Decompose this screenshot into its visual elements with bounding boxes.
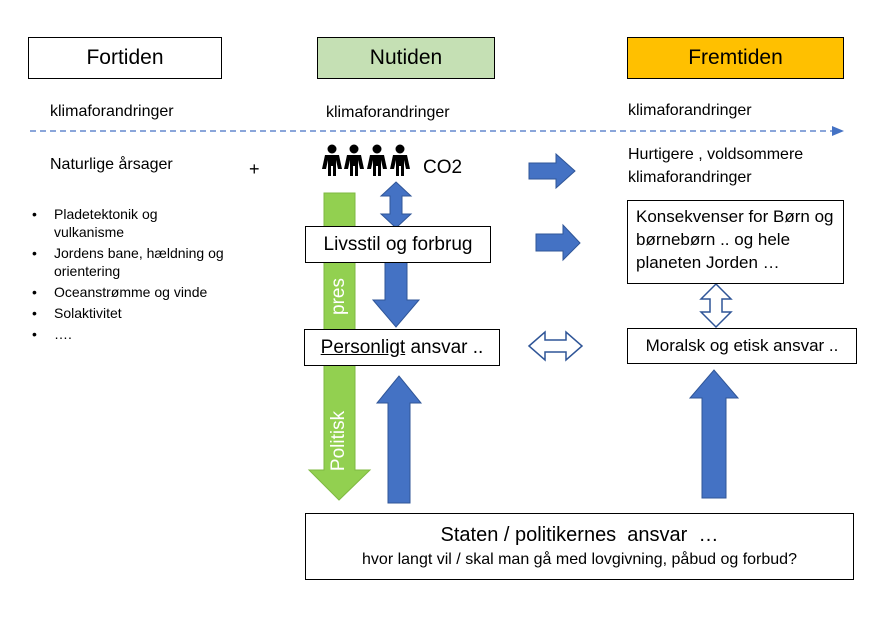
header-future-label: Fremtiden (688, 46, 783, 69)
cause-item: Oceanstrømme og vinde (32, 283, 244, 301)
cause-item: …. (32, 325, 244, 343)
pressure-label: pres (328, 278, 349, 315)
consequences-label: Konsekvenser for Børn og børnebørn .. og… (636, 207, 834, 272)
faster-changes-label: Hurtigere , voldsommere klimaforandringe… (628, 146, 804, 186)
personal-rest: ansvar .. (405, 336, 484, 358)
natural-causes-label: Naturlige årsager (50, 156, 173, 173)
political-label: Politisk (328, 410, 349, 472)
cause-item: Solaktivitet (32, 304, 244, 322)
state-responsibility-box: Staten / politikernes ansvar … hvor lang… (305, 513, 854, 580)
header-present: Nutiden (317, 37, 495, 79)
timeline-label-present: klimaforandringer (326, 104, 450, 121)
lifestyle-to-personal-arrow (371, 261, 421, 328)
consequences-moral-double-arrow (699, 282, 733, 329)
state-title: Staten / politikernes ansvar … (440, 523, 719, 546)
state-to-personal-arrow (375, 375, 423, 504)
natural-causes-list: Pladetektonik og vulkanisme Jordens bane… (32, 205, 244, 346)
people-icon (322, 144, 410, 176)
co2-to-future-arrow (528, 152, 576, 190)
personal-responsibility-box: Personligt ansvar .. (304, 329, 500, 366)
timeline-label-past: klimaforandringer (50, 103, 174, 120)
plus-sign: + (249, 159, 260, 179)
header-past-label: Fortiden (86, 46, 164, 69)
moral-responsibility-label: Moralsk og etisk ansvar .. (645, 336, 839, 355)
header-future: Fremtiden (627, 37, 844, 79)
state-question: hvor langt vil / skal man gå med lovgivn… (362, 550, 797, 568)
co2-label: CO2 (423, 157, 463, 178)
state-to-moral-arrow (688, 369, 740, 499)
timeline-arrow (30, 126, 844, 136)
personal-underlined: Personligt (320, 336, 406, 358)
people-lifestyle-double-arrow (379, 181, 413, 229)
cause-item: Jordens bane, hældning og orientering (32, 244, 244, 280)
consequences-box: Konsekvenser for Børn og børnebørn .. og… (627, 200, 844, 284)
lifestyle-to-consequences-arrow (535, 223, 581, 262)
timeline-label-future: klimaforandringer (628, 102, 752, 119)
cause-item: Pladetektonik og vulkanisme (32, 205, 224, 241)
header-present-label: Nutiden (369, 46, 443, 69)
lifestyle-box: Livsstil og forbrug (305, 226, 491, 263)
header-past: Fortiden (28, 37, 222, 79)
personal-responsibility-label: Personligt ansvar .. (321, 337, 484, 359)
lifestyle-label: Livsstil og forbrug (323, 233, 473, 255)
personal-moral-double-arrow (527, 330, 584, 362)
moral-responsibility-box: Moralsk og etisk ansvar .. (627, 328, 857, 364)
